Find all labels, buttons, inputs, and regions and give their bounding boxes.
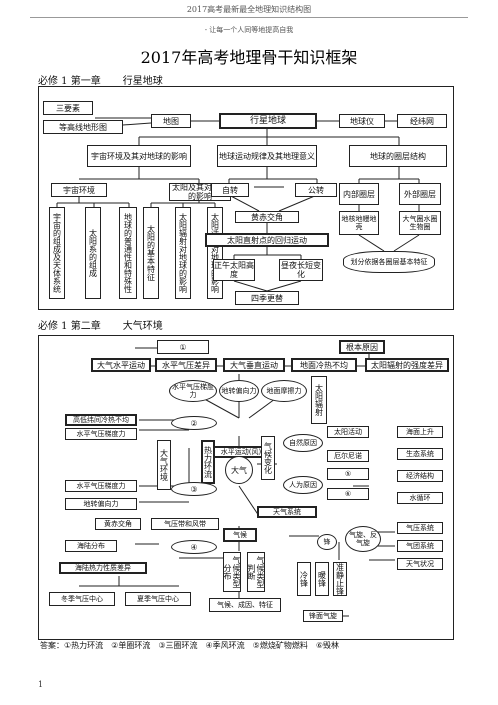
box-climate-factors: 气候、成因、特征 [209, 598, 281, 612]
page-number: 1 [38, 680, 44, 689]
box-outer-layer: 外部圈层 [399, 183, 441, 205]
box-climate-type-dist: 气候类型分布 [223, 552, 241, 592]
box-pressure-belts: 气压带和风带 [151, 518, 219, 530]
box-warm-front: 暖锋 [315, 562, 329, 596]
box-frontal-cyclone: 锋面气旋 [303, 610, 343, 622]
box-ecliptic-2: 黄赤交角 [95, 518, 141, 530]
box-coriolis-2: 地转偏向力 [65, 498, 137, 510]
header-rule [30, 17, 468, 18]
box-air-mass: 气团系统 [397, 540, 443, 552]
box-lat-lon-grid: 经纬网 [397, 114, 447, 128]
box-sun-activity: 太阳活动 [327, 426, 369, 438]
box-outer-detail: 大气圈水圈生物圈 [399, 211, 441, 235]
box-vertical-motion: 大气垂直运动 [223, 358, 285, 372]
box-cyclone: 气旋、反气旋 [345, 526, 381, 552]
box-division-basis: 划分依据各圈层基本特征 [343, 251, 435, 273]
running-header-subtitle: - 让每一个人同等地提高自我 [204, 26, 294, 34]
box-pressure-system: 气压系统 [397, 522, 443, 534]
box-thermal-difference: 海陆热力性质差异 [59, 562, 147, 574]
box-globe: 地球仪 [339, 114, 385, 128]
box-thermal-circulation: 热力环流 [201, 440, 215, 484]
diagram-planet-earth: 三要素 等高线地形图 地图 行星地球 地球仪 经纬网 宇宙环境及其对地球的影响 … [38, 86, 454, 310]
box-climate: 气候 [223, 528, 257, 542]
section-heading-1: 必修 1 第一章 行星地球 [38, 72, 163, 87]
box-atmosphere: 大气 [225, 456, 253, 484]
col-sun-features: 太阳的基本特征 [143, 207, 159, 299]
box-blank-3: ③ [171, 482, 217, 496]
box-stationary-front: 准静止锋 [333, 562, 347, 596]
box-coriolis: 地转偏向力 [219, 380, 259, 402]
box-climate-change: 气候变化 [261, 436, 275, 480]
box-rotation: 自转 [211, 183, 249, 197]
box-inner-layer: 内部圈层 [339, 183, 379, 205]
section-chapter: 行星地球 [122, 76, 163, 87]
box-land-sea: 海陆分布 [65, 540, 117, 552]
box-inner-detail: 地核地幔地壳 [339, 211, 379, 235]
box-layer-structure: 地球的圈层结构 [349, 145, 447, 167]
box-water-cycle: 水循环 [397, 492, 443, 504]
box-blank-5: ⑤ [327, 468, 369, 480]
box-solar-radiation: 太阳辐射 [311, 376, 327, 424]
box-blank-1: ① [157, 340, 209, 354]
box-summer-center: 夏季气压中心 [125, 592, 191, 606]
box-map: 地图 [151, 114, 191, 128]
section-heading-2: 必修 1 第二章 大气环境 [38, 317, 163, 332]
box-uneven-heating: 地面冷热不均 [291, 358, 357, 372]
document-title: 2017年高考地理骨干知识框架 [140, 48, 358, 67]
col-earth-specialness: 地球的普通性和特殊性 [119, 207, 137, 299]
box-friction: 地面摩擦力 [261, 380, 307, 402]
section-book: 必修 1 第一章 [38, 76, 101, 87]
box-planet-earth: 行星地球 [219, 113, 317, 129]
box-human-cause: 人为原因 [283, 476, 323, 494]
col-universe-composition: 宇宙的组成及天体系统 [49, 207, 65, 299]
box-three-elements: 三要素 [43, 101, 93, 115]
box-weather-systems: 天气系统 [257, 506, 317, 518]
box-universe: 宇宙环境 [51, 183, 107, 197]
box-lat-heat-diff: 高低纬间冷热不均 [65, 414, 137, 426]
box-contour-map: 等高线地形图 [43, 120, 123, 134]
box-universe-environment: 宇宙环境及其对地球的影响 [87, 145, 191, 167]
box-climate-type-judge: 气候类型判断 [247, 552, 265, 592]
box-pressure-gradient: 水平气压梯度力 [169, 380, 217, 402]
box-radiation-difference: 太阳辐射的强度差异 [365, 358, 449, 372]
box-cold-front: 冷锋 [297, 562, 311, 596]
box-root-cause: 根本原因 [339, 340, 385, 354]
box-blank-4: ④ [171, 540, 217, 554]
connector-lines [56, 117, 420, 292]
box-natural-cause: 自然原因 [283, 434, 323, 452]
box-front: 锋 [317, 534, 337, 550]
section-chapter-2: 大气环境 [122, 321, 163, 332]
box-noon-sun-height: 正午太阳高度 [213, 259, 255, 281]
box-weather-condition: 天气状况 [397, 558, 443, 570]
box-sea-rise: 海面上升 [397, 426, 443, 438]
box-earth-motion: 地球运动规律及其地理意义 [217, 145, 317, 167]
box-atmos-env: 大气环境 [157, 440, 171, 490]
box-pressure-gradient-2: 水平气压梯度力 [65, 428, 137, 440]
box-blank-6: ⑥ [327, 488, 369, 500]
answer-legend: 答案：①热力环流 ②单圈环流 ③三圈环流 ④季风环流 ⑤燃烧矿物燃料 ⑥毁林 [40, 641, 340, 650]
box-winter-center: 冬季气压中心 [49, 592, 115, 606]
box-day-length: 昼夜长短变化 [279, 259, 323, 281]
running-header-title: 2017高考最新最全地理知识结构图 [186, 5, 312, 14]
box-horizontal-motion: 大气水平运动 [91, 358, 151, 372]
diagram-atmosphere: ① 根本原因 大气水平运动 水平气压差异 大气垂直运动 地面冷热不均 太阳辐射的… [38, 335, 454, 640]
box-pressure-gradient-3: 水平气压梯度力 [65, 480, 137, 492]
box-ecosystem: 生态系统 [397, 448, 443, 460]
box-blank-2: ② [171, 416, 217, 430]
col-solar-system: 太阳系的组成 [85, 207, 101, 299]
box-subsolar-migration: 太阳直射点的回归运动 [205, 233, 329, 247]
col-solar-activity: 太阳活动对地球的影响 [207, 207, 223, 299]
box-ecliptic: 黄赤交角 [235, 211, 299, 223]
box-pressure-difference: 水平气压差异 [155, 358, 217, 372]
box-revolution: 公转 [295, 183, 337, 197]
box-four-seasons: 四季更替 [235, 291, 299, 305]
section-book-2: 必修 1 第二章 [38, 321, 101, 332]
col-solar-radiation: 太阳辐射对地球的影响 [175, 207, 191, 299]
box-economy: 经济结构 [397, 470, 443, 482]
box-el-nino: 厄尔尼诺 [327, 450, 369, 462]
